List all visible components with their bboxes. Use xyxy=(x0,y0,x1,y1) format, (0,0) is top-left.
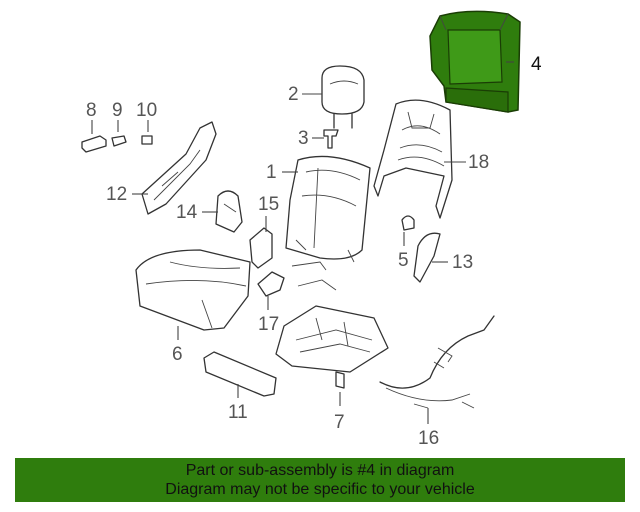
part-13-side-cover[interactable] xyxy=(413,232,441,283)
callout-9: 9 xyxy=(112,100,123,121)
part-17-bracket[interactable] xyxy=(257,271,285,297)
callout-6: 6 xyxy=(172,344,183,365)
part-2-headrest[interactable] xyxy=(321,65,365,129)
part-8-clip[interactable] xyxy=(81,135,107,153)
part-15-bracket[interactable] xyxy=(249,227,273,269)
banner-line-disclaimer: Diagram may not be specific to your vehi… xyxy=(165,481,475,498)
seat-parts-diagram: 4 2 3 1 18 5 13 8 9 10 12 14 15 17 6 11 … xyxy=(81,10,542,449)
callout-4: 4 xyxy=(531,54,542,75)
part-9-clip[interactable] xyxy=(111,135,127,147)
callout-16: 16 xyxy=(418,428,439,449)
callout-7: 7 xyxy=(334,412,345,433)
part-11-front-trim[interactable] xyxy=(203,351,277,397)
callout-3: 3 xyxy=(298,128,309,149)
callout-15: 15 xyxy=(258,194,279,215)
leader-lines xyxy=(91,61,514,424)
harness-link xyxy=(291,261,337,291)
callout-8: 8 xyxy=(86,100,97,121)
callout-13: 13 xyxy=(452,252,473,273)
part-12-side-shield[interactable] xyxy=(141,121,217,215)
callout-18: 18 xyxy=(468,152,489,173)
callout-11: 11 xyxy=(228,402,248,423)
info-banner: Part or sub-assembly is #4 in diagram Di… xyxy=(15,458,625,502)
callout-17: 17 xyxy=(258,314,279,335)
part-1-seatback-cover[interactable] xyxy=(285,155,371,263)
part-16-wire-harness[interactable] xyxy=(379,315,495,409)
part-14-trim-cover[interactable] xyxy=(215,190,243,233)
part-4-seatback-panel[interactable] xyxy=(429,10,521,113)
part-18-seatback-frame[interactable] xyxy=(373,99,453,219)
callout-14: 14 xyxy=(176,202,198,223)
callout-10: 10 xyxy=(136,100,157,121)
part-7-seat-frame[interactable] xyxy=(275,305,389,389)
callout-2: 2 xyxy=(288,84,299,105)
part-5-bolt[interactable] xyxy=(401,215,415,231)
part-10-clip[interactable] xyxy=(141,135,153,145)
part-6-seat-cushion[interactable] xyxy=(135,249,251,331)
banner-line-assembly: Part or sub-assembly is #4 in diagram xyxy=(185,462,455,479)
part-3-headrest-guide[interactable] xyxy=(323,129,339,149)
callout-1: 1 xyxy=(266,162,277,183)
callout-12: 12 xyxy=(106,184,127,205)
callout-5: 5 xyxy=(398,250,409,271)
